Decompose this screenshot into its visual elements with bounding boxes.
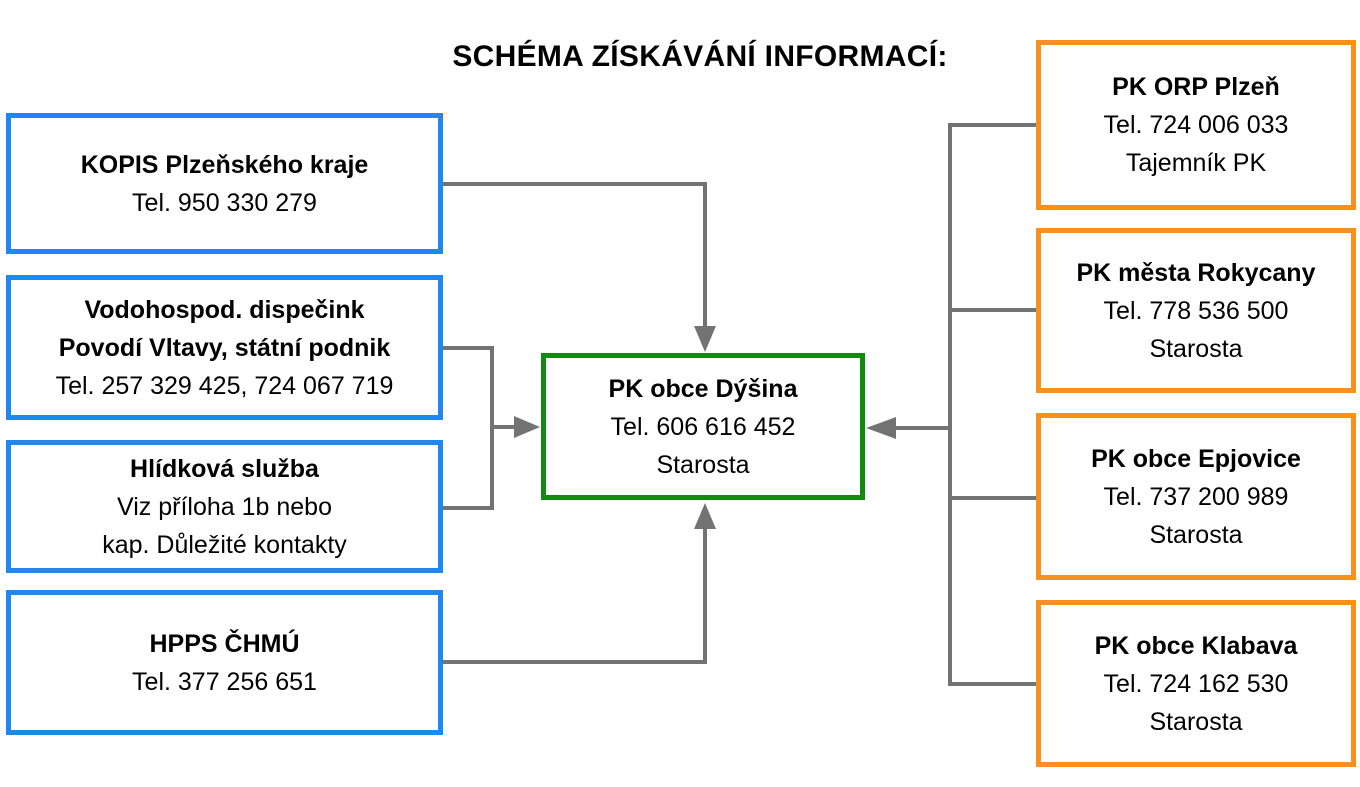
source-role: Tajemník PK [1125, 149, 1267, 177]
source-name: Hlídková služba [130, 454, 319, 483]
connector-hpps [443, 527, 707, 664]
source-name: PK ORP Plzeň [1112, 73, 1280, 101]
source-phone: Tel. 950 330 279 [132, 188, 317, 217]
source-box-hpps: HPPS ČHMÚ Tel. 377 256 651 [6, 590, 443, 735]
source-role: Starosta [1149, 520, 1243, 549]
source-name-line2: Povodí Vltavy, státní podnik [58, 333, 391, 362]
center-name: PK obce Dýšina [608, 374, 798, 403]
source-name: PK obce Klabava [1094, 631, 1298, 660]
source-phone: Tel. 377 256 651 [132, 667, 317, 696]
arrowhead-left [514, 416, 540, 438]
source-role: Starosta [1149, 707, 1243, 736]
source-name: KOPIS Plzeňského kraje [80, 150, 369, 179]
diagram-title: SCHÉMA ZÍSKÁVÁNÍ INFORMACÍ: [452, 40, 948, 73]
arrowhead-bottom [694, 503, 716, 529]
center-box: PK obce Dýšina Tel. 606 616 452 Starosta [541, 353, 865, 500]
source-phone: Tel. 724 162 530 [1103, 669, 1289, 698]
source-phone: Tel. 724 006 033 [1103, 111, 1289, 139]
center-phone: Tel. 606 616 452 [610, 412, 796, 441]
center-role: Starosta [656, 450, 750, 479]
connector-right-bracket [948, 123, 1036, 686]
source-box-rokycany: PK města Rokycany Tel. 778 536 500 Staro… [1036, 228, 1356, 393]
source-box-epjovice: PK obce Epjovice Tel. 737 200 989 Staros… [1036, 413, 1356, 580]
source-phone: Tel. 737 200 989 [1103, 482, 1289, 511]
source-name: HPPS ČHMÚ [149, 629, 300, 658]
source-box-orp-plzen: PK ORP Plzeň Tel. 724 006 033 Tajemník P… [1036, 40, 1356, 210]
source-phone: Tel. 257 329 425, 724 067 719 [55, 371, 394, 400]
source-note: Viz příloha 1b nebo [117, 492, 332, 521]
source-phone: Tel. 778 536 500 [1103, 296, 1289, 325]
source-note-line2: kap. Důležité kontakty [102, 530, 347, 559]
connector-kopis [443, 182, 707, 330]
source-name: PK obce Epjovice [1091, 444, 1301, 473]
source-box-vodohospod: Vodohospod. dispečink Povodí Vltavy, stá… [6, 275, 443, 420]
source-box-klabava: PK obce Klabava Tel. 724 162 530 Starost… [1036, 600, 1356, 767]
source-box-kopis: KOPIS Plzeňského kraje Tel. 950 330 279 [6, 113, 443, 254]
arrowhead-top [694, 326, 716, 352]
source-box-hlidkova: Hlídková služba Viz příloha 1b nebo kap.… [6, 440, 443, 573]
arrowhead-right [866, 417, 896, 439]
source-name: PK města Rokycany [1076, 258, 1316, 287]
connector-vodohospod [443, 346, 494, 510]
source-role: Starosta [1149, 334, 1243, 363]
source-name: Vodohospod. dispečink [84, 295, 365, 324]
